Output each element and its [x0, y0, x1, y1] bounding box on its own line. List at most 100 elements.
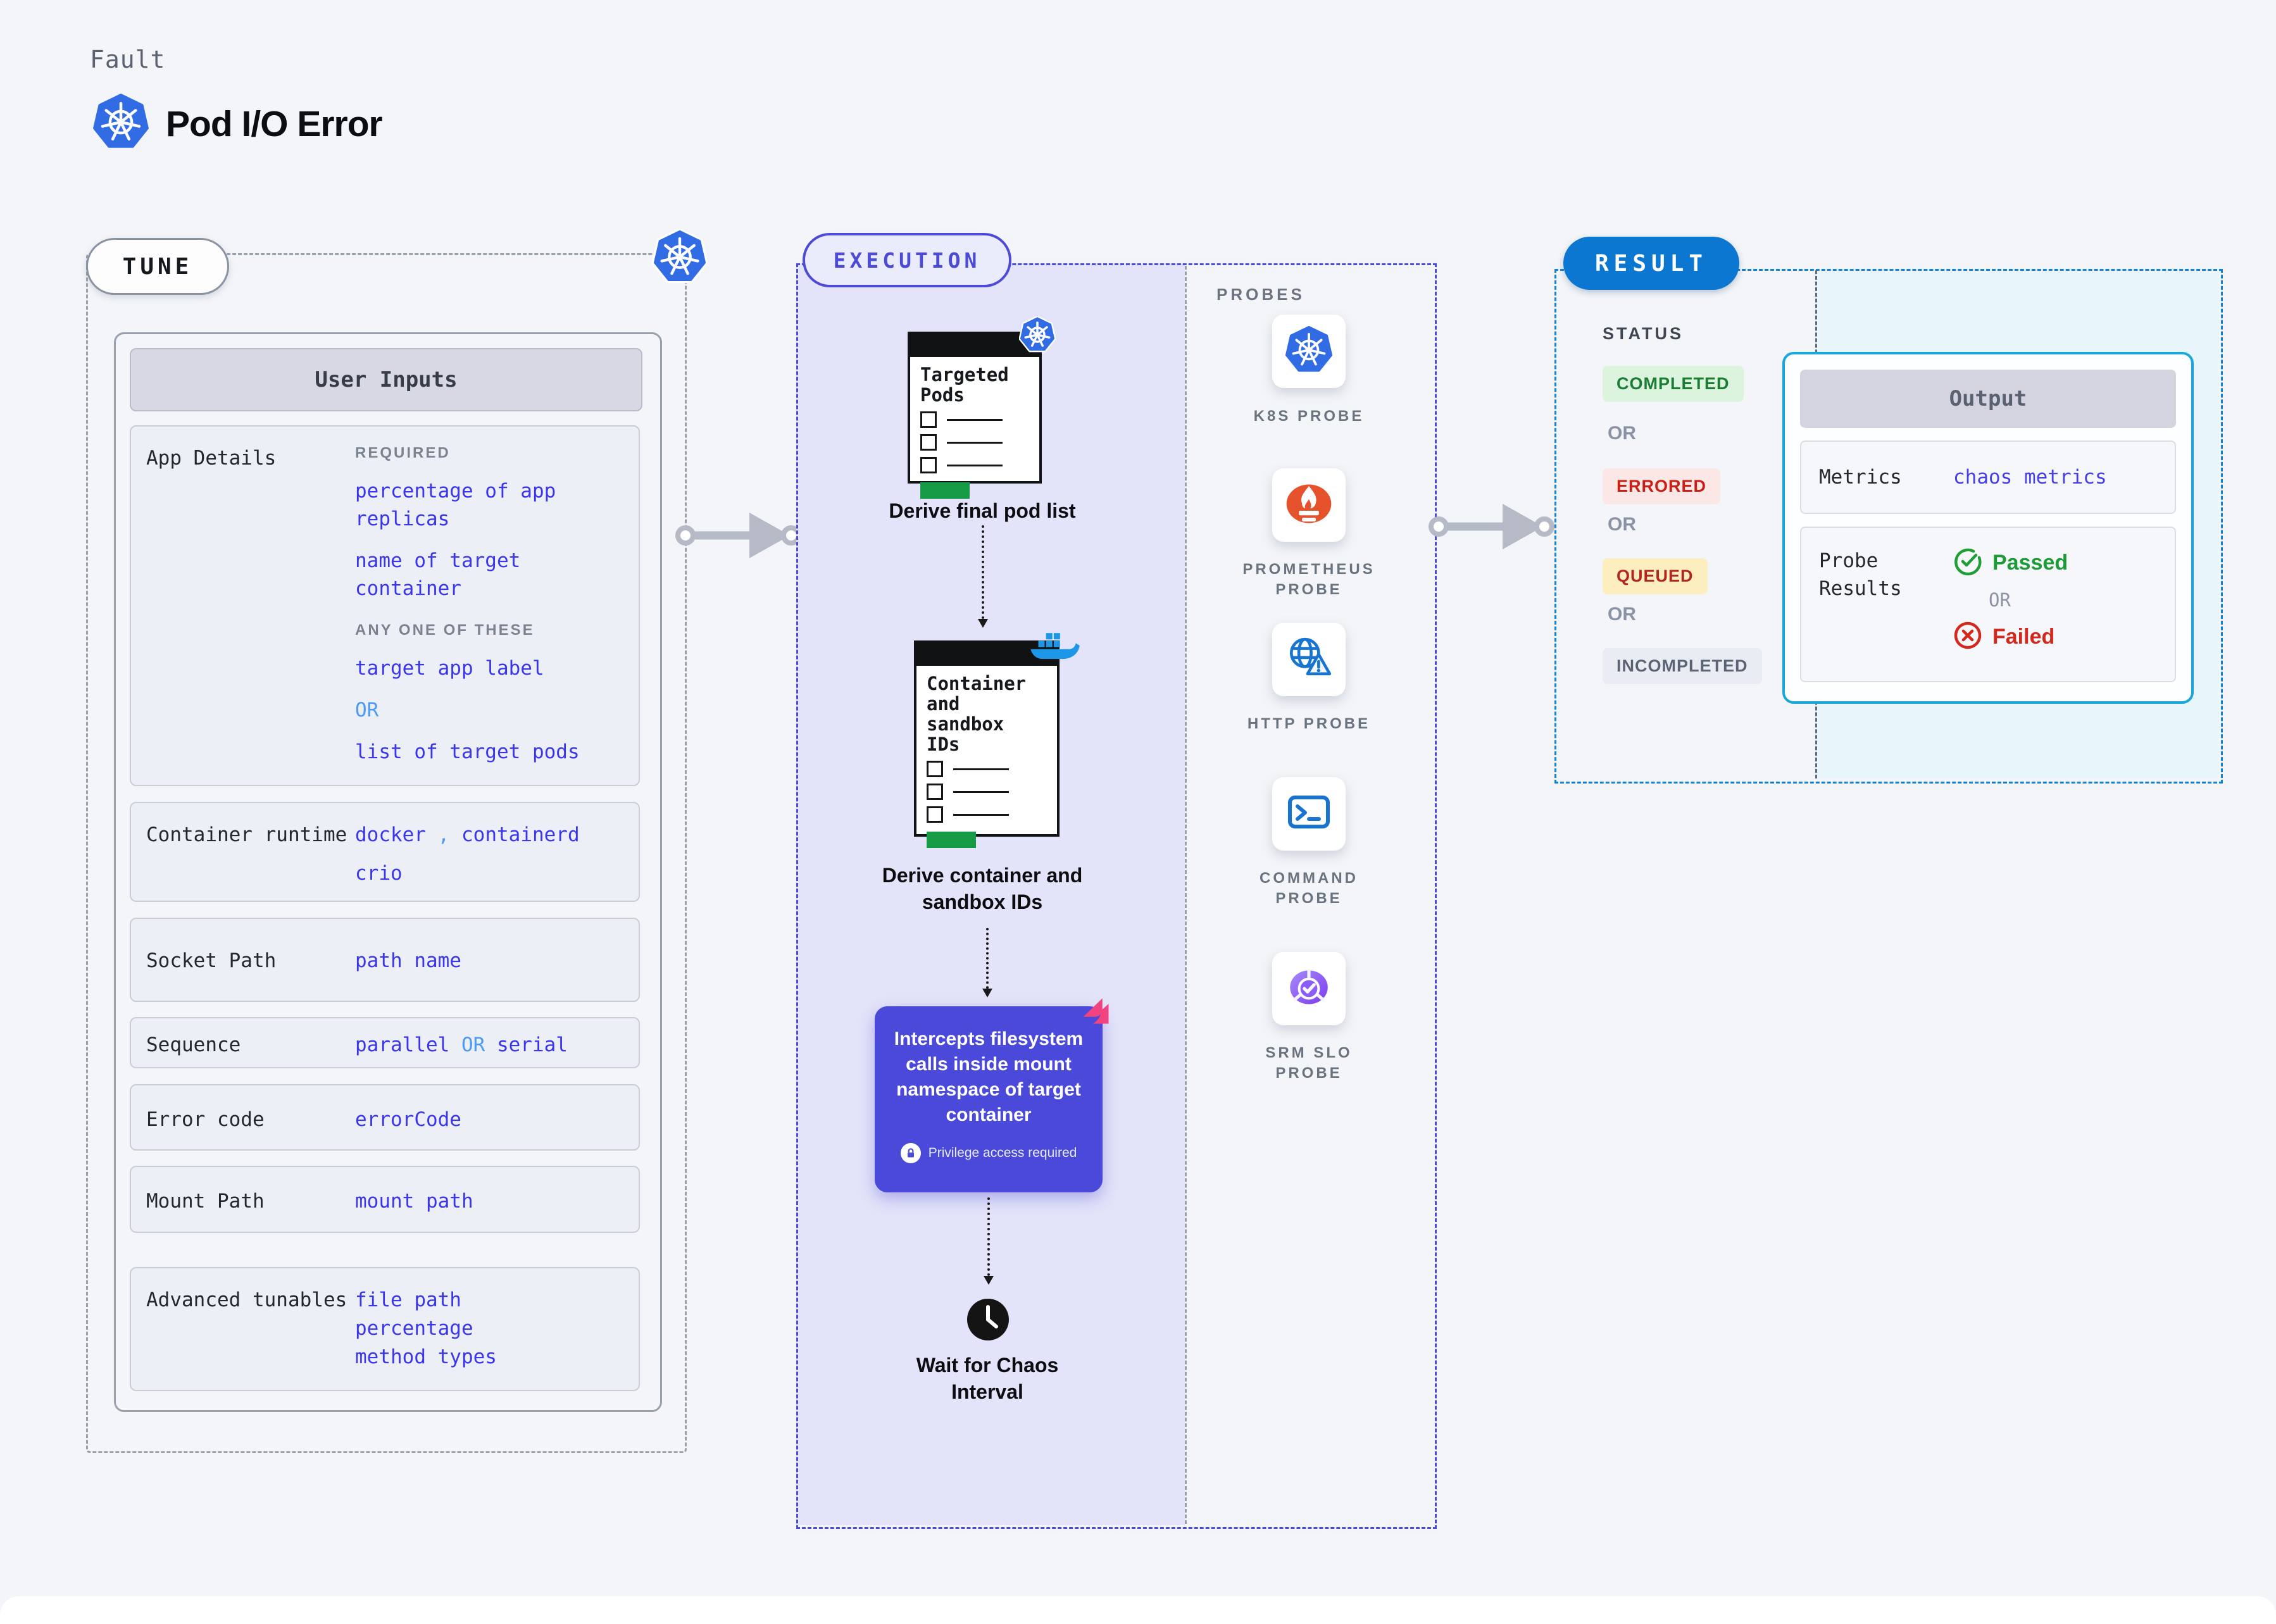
input-value: method types: [355, 1346, 497, 1368]
probe-tile: [1272, 468, 1346, 542]
green-button: [927, 832, 976, 848]
metrics-row: Metrics chaos metrics: [1800, 440, 2176, 514]
flow-connector: [984, 1197, 994, 1285]
kubernetes-icon: [92, 94, 149, 154]
page-title-row: Pod I/O Error: [92, 94, 383, 154]
green-button: [920, 482, 970, 499]
probe-label: SRM SLO PROBE: [1265, 1044, 1353, 1082]
execution-pill: EXECUTION: [803, 233, 1011, 287]
flow-connector: [978, 525, 988, 628]
probe-tile: [1272, 952, 1346, 1025]
input-value: name of target container: [355, 549, 521, 600]
probe-tile: [1272, 623, 1346, 696]
input-label: Container runtime: [146, 823, 347, 846]
docker-icon: [1029, 632, 1080, 674]
probe-results-label: Probe Results: [1819, 549, 1902, 600]
input-value: file path: [355, 1289, 461, 1311]
kubernetes-icon: [1018, 315, 1056, 356]
probes-title: PROBES: [1216, 285, 1305, 304]
input-value: list of target pods: [355, 740, 580, 763]
input-row-mount-path: Mount Path mount path: [130, 1166, 640, 1233]
step-description: Intercepts filesystem calls inside mount…: [894, 1028, 1084, 1125]
input-value: percentage of app replicas: [355, 480, 556, 530]
input-value: docker , containerd: [355, 823, 580, 846]
card-titlebar: [910, 334, 1039, 357]
passed-result: Passed: [1953, 547, 2068, 579]
metrics-value: chaos metrics: [1953, 466, 2107, 489]
checklist-item: [927, 806, 1047, 823]
arrow-probes-to-result: [1429, 504, 1554, 549]
input-value: mount path: [355, 1190, 473, 1213]
or-separator: OR: [1608, 514, 1636, 535]
passed-text: Passed: [1992, 551, 2068, 575]
kubernetes-icon: [651, 228, 708, 288]
status-badge-queued: QUEUED: [1603, 558, 1708, 594]
failed-text: Failed: [1992, 625, 2055, 649]
input-row-container-runtime: Container runtime docker , containerd cr…: [130, 802, 640, 902]
result-pill: RESULT: [1563, 237, 1739, 290]
status-badge-incompleted: INCOMPLETED: [1603, 648, 1762, 684]
input-label: Advanced tunables: [146, 1289, 347, 1311]
targeted-pods-card: Targeted Pods: [908, 315, 1056, 499]
probe-tile: [1272, 315, 1346, 388]
check-circle-icon: [1953, 547, 1982, 579]
user-inputs-header: User Inputs: [130, 348, 642, 411]
input-label: Mount Path: [146, 1190, 265, 1213]
status-badge-errored: ERRORED: [1603, 468, 1721, 504]
step-caption: Wait for Chaos Interval: [916, 1354, 1059, 1403]
lock-icon: [900, 1143, 921, 1163]
input-row-socket-path: Socket Path path name: [130, 918, 640, 1002]
probe-label: HTTP PROBE: [1247, 715, 1371, 732]
or-separator: OR: [355, 699, 379, 721]
checklist-item: [927, 784, 1047, 800]
execution-panel: [796, 263, 1437, 1529]
prometheus-icon: [1284, 479, 1334, 532]
container-sandbox-card: Container and sandbox IDs: [914, 633, 1080, 848]
tune-pill: TUNE: [86, 238, 229, 295]
status-title: STATUS: [1603, 324, 1684, 343]
output-header: Output: [1800, 370, 2176, 428]
input-value: parallel OR serial: [355, 1034, 568, 1056]
flow-connector: [982, 928, 992, 997]
input-row-app-details: App Details REQUIRED percentage of app r…: [130, 425, 640, 786]
privilege-text: Privilege access required: [928, 1146, 1077, 1160]
input-value: errorCode: [355, 1108, 461, 1131]
x-circle-icon: [1953, 621, 1982, 653]
input-value: target app label: [355, 657, 544, 680]
input-value: crio: [355, 862, 403, 885]
step-caption: Derive final pod list: [889, 499, 1076, 522]
input-label: Socket Path: [146, 949, 277, 972]
tune-panel: [86, 253, 687, 1453]
probe-label: K8S PROBE: [1253, 408, 1365, 425]
required-tag: REQUIRED: [355, 444, 451, 461]
failed-result: Failed: [1953, 621, 2068, 653]
checklist-item: [920, 434, 1029, 451]
input-row-error-code: Error code errorCode: [130, 1084, 640, 1151]
terminal-icon: [1285, 789, 1333, 840]
checklist-item: [920, 457, 1029, 473]
input-row-sequence: Sequence parallel OR serial: [130, 1017, 640, 1068]
privilege-note: Privilege access required: [875, 1143, 1103, 1163]
probe-label: COMMAND PROBE: [1260, 870, 1358, 907]
kubernetes-icon: [1285, 325, 1333, 377]
http-globe-warning-icon: [1284, 634, 1334, 686]
any-one-tag: ANY ONE OF THESE: [355, 621, 535, 639]
chaos-pinwheel-icon: [1080, 995, 1113, 1031]
step-caption: Derive container and sandbox IDs: [882, 864, 1083, 913]
arrow-tune-to-execution: [675, 513, 801, 558]
metrics-label: Metrics: [1819, 466, 1902, 489]
probe-tile: [1272, 777, 1346, 851]
card-title: Targeted Pods: [920, 364, 1009, 406]
checklist-item: [920, 411, 1029, 428]
slo-pie-check-icon: [1284, 963, 1334, 1015]
input-value: percentage: [355, 1317, 473, 1340]
output-box: Output Metrics chaos metrics Probe Resul…: [1782, 352, 2194, 704]
page-title: Pod I/O Error: [166, 103, 383, 144]
card-title: Container and sandbox IDs: [927, 673, 1027, 755]
result-panel: [1554, 269, 2223, 784]
user-inputs-card: [114, 332, 662, 1412]
or-separator: OR: [1989, 589, 2011, 611]
fault-kicker: Fault: [90, 46, 166, 73]
checklist-item: [927, 761, 1047, 777]
